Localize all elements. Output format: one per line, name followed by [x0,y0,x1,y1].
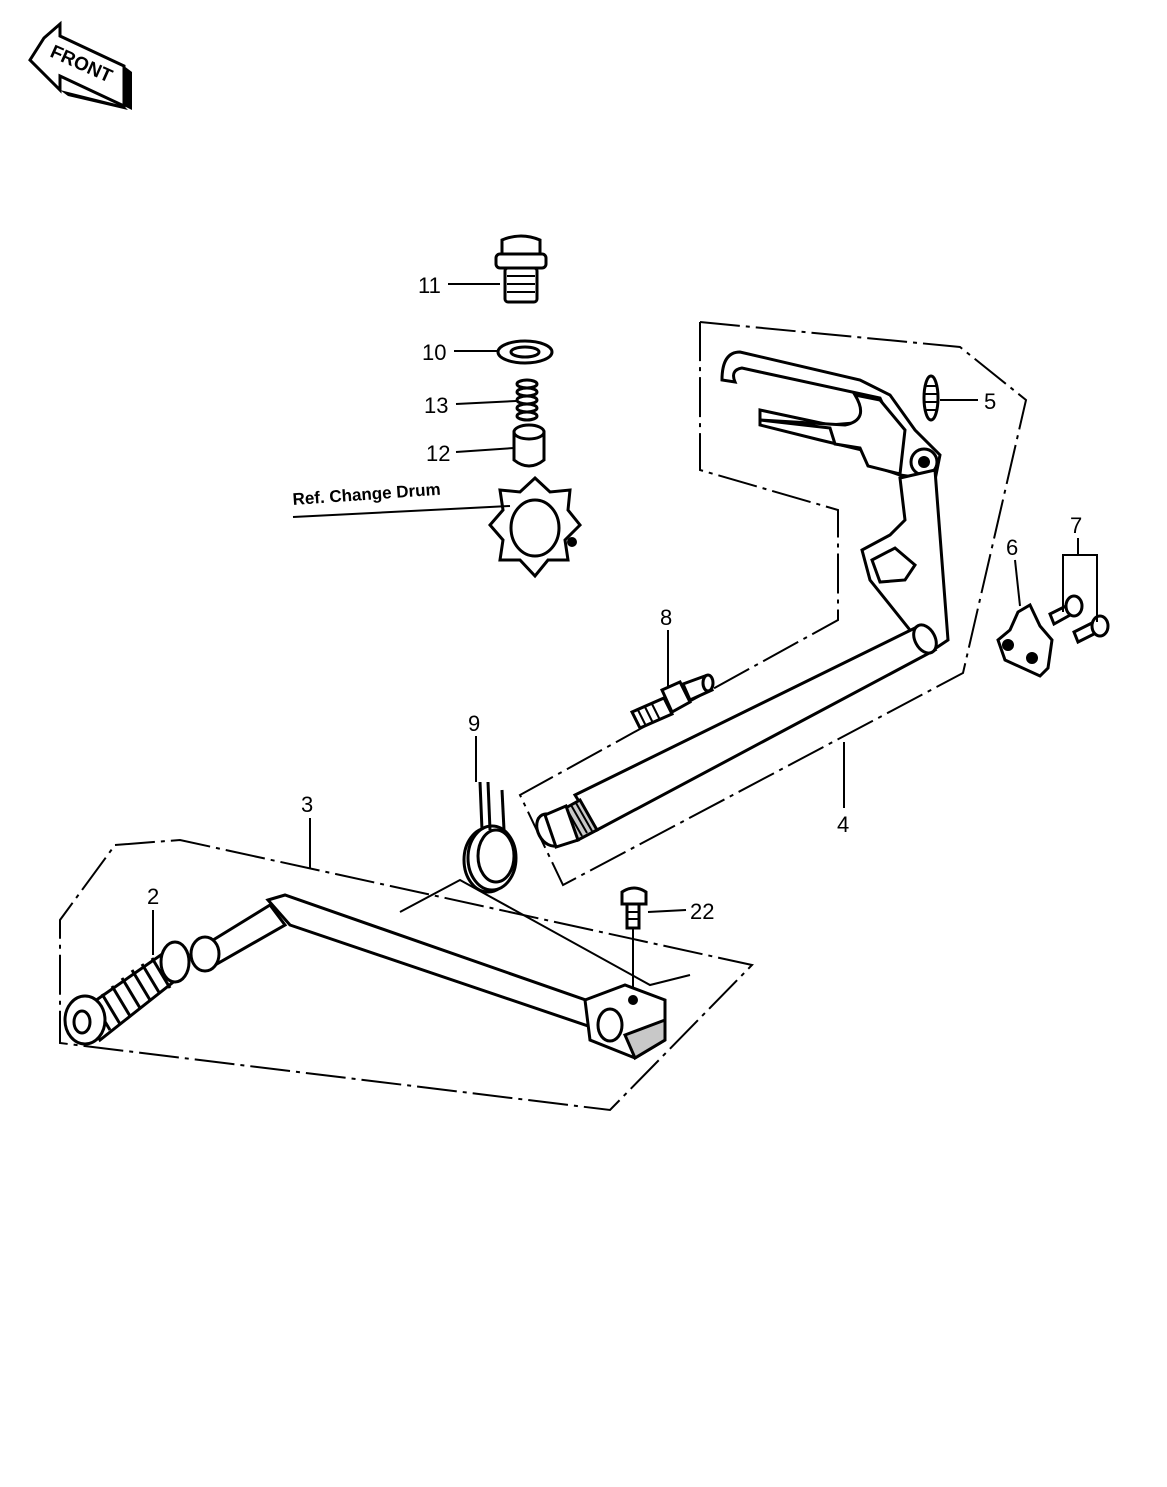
change-drum-reference [488,475,583,579]
reference-leader [292,505,511,518]
callout-4: 4 [837,812,849,837]
reference-label: Ref. Change Drum [292,480,441,509]
callout-2: 2 [147,884,159,909]
part-13-spring [515,378,539,422]
callout-11: 11 [418,273,441,298]
part-9-torsion-spring [462,781,518,894]
callout-7: 7 [1070,513,1082,538]
part-5-spring [922,374,940,422]
callout-9: 9 [468,711,480,736]
leader-12 [455,447,515,453]
shift-pedal-assembly-outline [59,838,754,1112]
callout-22: 22 [690,899,714,924]
part-7-screws [1048,594,1110,645]
leader-6 [1014,559,1021,607]
callout-13: 13 [424,393,448,418]
leader-13 [455,400,517,405]
callout-10: 10 [422,340,446,365]
part-6-bracket [996,602,1054,678]
part-3-shift-pedal [189,893,667,1061]
part-22-bolt [620,886,648,930]
part-2-pedal-rubber [63,940,191,1046]
callout-8: 8 [660,605,672,630]
callout-12: 12 [426,441,450,466]
callout-3: 3 [301,792,313,817]
part-10-washer [496,339,554,365]
part-11-bolt [494,234,548,304]
callout-6: 6 [1006,535,1018,560]
assembly-link-line [399,878,691,987]
part-8-pivot-bolt [629,673,715,730]
part-12-pin [512,423,546,468]
callout-5: 5 [984,389,996,414]
front-arrow-icon: FRONT [28,20,132,110]
leader-22 [647,909,687,913]
part-4-shift-shaft [535,350,950,849]
leader-7 [1062,554,1098,622]
